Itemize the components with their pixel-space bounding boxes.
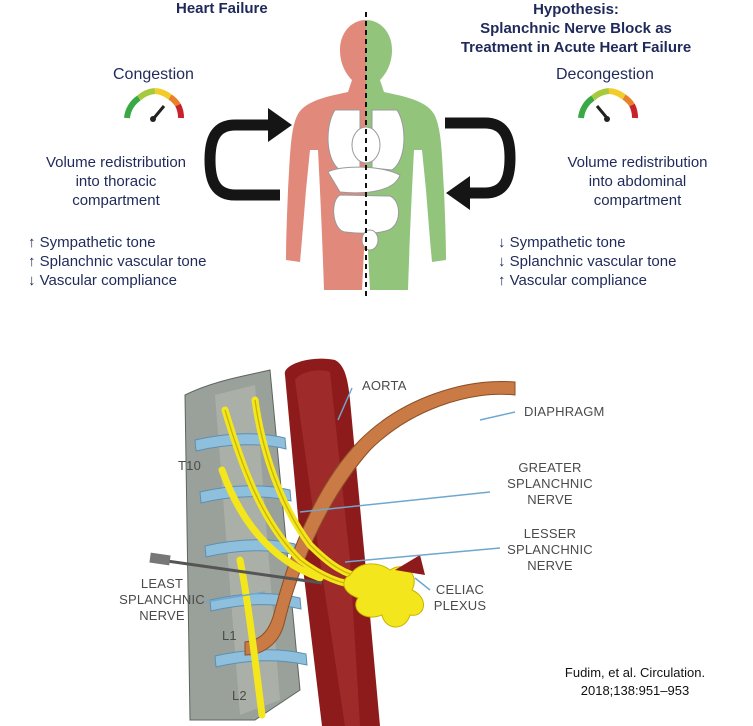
cycle-arrow-icon [204, 108, 292, 201]
left-volume-line: Volume redistribution [45, 154, 187, 171]
left-volume-line: into thoracic [75, 173, 157, 190]
label-lesser-splanchnic-nerve: LESSER SPLANCHNIC NERVE [500, 526, 600, 574]
right-effects-list: ↓ Sympathetic tone ↓ Splanchnic vascular… [498, 233, 676, 290]
label-line: NERVE [139, 608, 185, 623]
left-title: Heart Failure [176, 0, 268, 17]
label-greater-splanchnic-nerve: GREATER SPLANCHNIC NERVE [500, 460, 600, 508]
left-effect-item: ↑ Splanchnic vascular tone [28, 253, 207, 270]
label-celiac-plexus: CELIAC PLEXUS [430, 582, 490, 614]
label-line: SPLANCHNIC [119, 592, 205, 607]
label-line: SPLANCHNIC [507, 542, 593, 557]
label-l1: L1 [222, 628, 237, 643]
label-line: PLEXUS [433, 598, 487, 613]
anatomy-illustration [149, 358, 516, 726]
right-volume-line: into abdominal [588, 173, 687, 190]
label-line: NERVE [527, 492, 573, 507]
right-title-line: Hypothesis: [533, 1, 619, 18]
right-effect-item: ↓ Sympathetic tone [498, 234, 626, 251]
celiac-plexus [343, 563, 424, 628]
right-title: Hypothesis: Splanchnic Nerve Block as Tr… [450, 0, 702, 57]
citation: Fudim, et al. Circulation. 2018;138:951–… [545, 664, 725, 700]
label-least-splanchnic-nerve: LEAST SPLANCHNIC NERVE [112, 576, 212, 624]
right-volume-text: Volume redistribution into abdominal com… [555, 153, 720, 210]
label-diaphragm: DIAPHRAGM [524, 404, 605, 419]
label-t10: T10 [178, 458, 202, 473]
cycle-arrow-icon [445, 117, 516, 210]
label-line: NERVE [527, 558, 573, 573]
gauge-icon [578, 88, 638, 122]
label-line: GREATER [518, 460, 582, 475]
left-effect-item: ↓ Vascular compliance [28, 272, 177, 289]
right-effect-item: ↓ Splanchnic vascular tone [498, 253, 677, 270]
diaphragm [244, 381, 516, 656]
label-line: CELIAC [435, 582, 485, 597]
left-state-label: Congestion [113, 66, 194, 83]
right-title-line: Treatment in Acute Heart Failure [460, 39, 692, 56]
citation-line: Fudim, et al. Circulation. [564, 665, 706, 680]
needle [149, 552, 323, 585]
left-volume-text: Volume redistribution into thoracic comp… [36, 153, 196, 210]
right-effect-item: ↑ Vascular compliance [498, 272, 647, 289]
label-line: SPLANCHNIC [507, 476, 593, 491]
right-title-line: Splanchnic Nerve Block as [480, 20, 672, 37]
label-line: LEAST [140, 576, 184, 591]
right-state-label: Decongestion [556, 66, 654, 83]
left-effects-list: ↑ Sympathetic tone ↑ Splanchnic vascular… [28, 233, 206, 290]
label-line: LESSER [523, 526, 577, 541]
left-volume-line: compartment [72, 192, 160, 209]
right-volume-line: compartment [593, 192, 682, 209]
left-effect-item: ↑ Sympathetic tone [28, 234, 156, 251]
gauge-icon [124, 88, 184, 122]
label-l2: L2 [232, 688, 247, 703]
label-aorta: AORTA [362, 378, 407, 393]
leader-lines [204, 387, 516, 603]
right-volume-line: Volume redistribution [567, 154, 708, 171]
citation-line: 2018;138:951–953 [580, 683, 690, 698]
